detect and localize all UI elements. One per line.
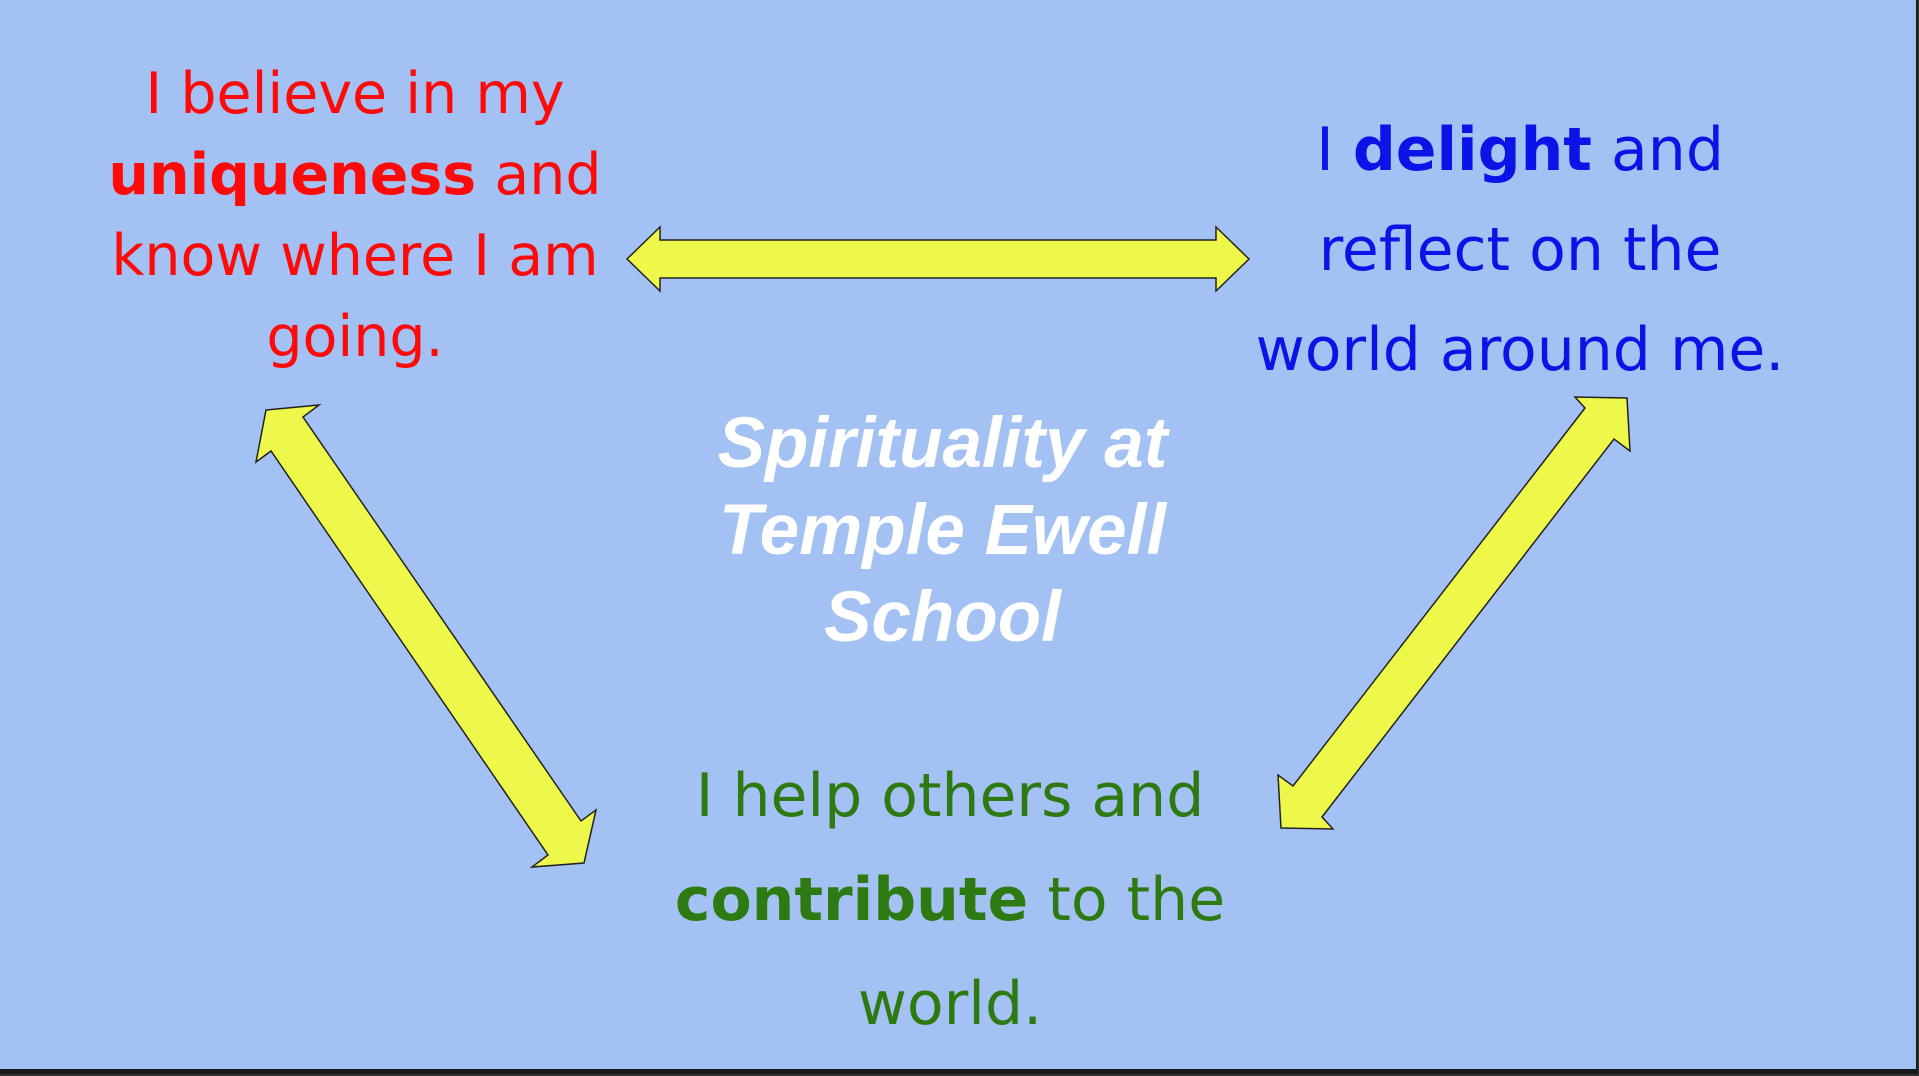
- contribute-emphasis: contribute: [674, 865, 1029, 935]
- uniqueness-emphasis: uniqueness: [108, 142, 477, 208]
- node-bottom: I help others and contribute to the worl…: [600, 744, 1300, 1056]
- node-top-right-line1: I delight and: [1200, 100, 1840, 200]
- center-title: Spirituality at Temple Ewell School: [680, 400, 1205, 661]
- node-top-left: I believe in my uniqueness and know wher…: [60, 54, 650, 378]
- node-top-left-line1: I believe in my: [145, 61, 565, 127]
- arrow-top-left-to-bottom: [254, 404, 598, 868]
- delight-emphasis: delight: [1352, 115, 1592, 185]
- node-top-left-line2-rest: and: [476, 142, 602, 208]
- node-top-left-line2: uniqueness and: [60, 135, 650, 216]
- node-top-right-line3: world around me.: [1255, 315, 1785, 385]
- node-bottom-line2-rest: to the: [1028, 865, 1226, 935]
- node-top-right-line1-rest: and: [1591, 115, 1724, 185]
- node-bottom-line1: I help others and: [695, 761, 1205, 831]
- arrow-top-left-to-top-right: [625, 225, 1251, 293]
- node-bottom-line3: world.: [857, 969, 1043, 1039]
- node-top-right-line1-pre: I: [1316, 115, 1353, 185]
- center-title-line1: Spirituality at: [717, 404, 1168, 483]
- node-bottom-line2: contribute to the: [600, 848, 1300, 952]
- node-top-right-line2: reflect on the: [1318, 215, 1722, 285]
- node-top-left-line4: going.: [266, 304, 444, 370]
- node-top-left-line3: know where I am: [111, 223, 599, 289]
- node-top-right: I delight and reflect on the world aroun…: [1200, 100, 1840, 400]
- center-title-line3: School: [824, 578, 1061, 657]
- center-title-line2: Temple Ewell: [718, 491, 1167, 570]
- arrow-top-right-to-bottom: [1277, 396, 1631, 830]
